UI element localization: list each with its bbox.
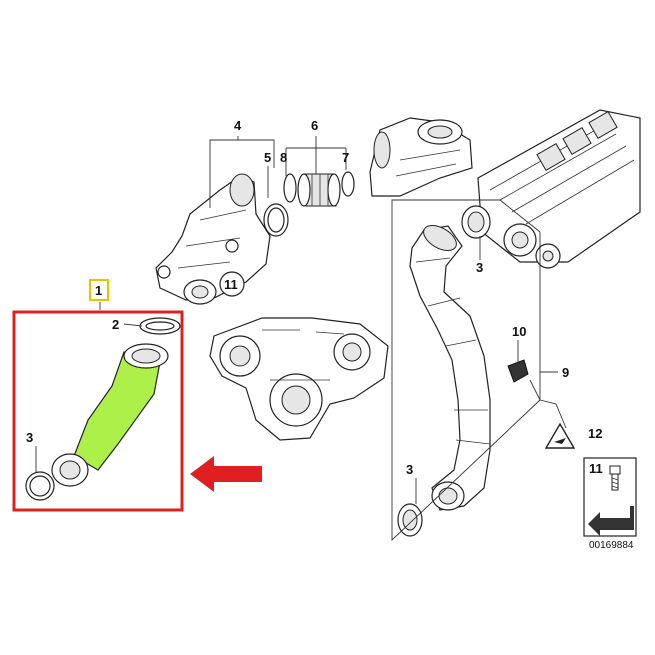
callout-4: 4 (234, 118, 242, 133)
callout-8: 8 (280, 150, 287, 165)
lower-charge-hose (397, 205, 529, 537)
warning-triangle-icon (544, 422, 576, 449)
hose-group-bracket (391, 199, 541, 542)
throttle-elbow (369, 117, 473, 197)
callout-7: 7 (342, 150, 349, 165)
callout-11-circle (219, 271, 245, 297)
highlighted-charge-pipe (25, 317, 181, 501)
callout-9: 9 (562, 365, 569, 380)
callout-6: 6 (311, 118, 318, 133)
callout-12: 12 (588, 426, 602, 441)
callout-3-left: 3 (26, 430, 33, 445)
callout-3-right-bottom: 3 (406, 462, 413, 477)
coupling-parts (283, 171, 355, 207)
legend-box: 11 (583, 457, 637, 537)
diagram-code: 00169884 (589, 540, 634, 551)
legend-arrow-icon (588, 506, 634, 536)
leader-lines (35, 136, 567, 504)
callout-3-right-top: 3 (476, 260, 483, 275)
callout-5: 5 (264, 150, 271, 165)
callout-1: 1 (95, 283, 102, 298)
turbocharger (209, 317, 389, 441)
callout-2: 2 (112, 317, 119, 332)
callout-10: 10 (512, 324, 526, 339)
callout-11-part: 11 (224, 277, 238, 292)
screw-icon (609, 465, 621, 491)
callout-1-box (89, 279, 109, 301)
highlight-frame (12, 310, 184, 512)
callout-11-legend: 11 (589, 461, 603, 476)
upper-charge-pipe (155, 173, 289, 305)
intake-manifold (477, 109, 641, 269)
left-arrow-icon (190, 456, 262, 492)
